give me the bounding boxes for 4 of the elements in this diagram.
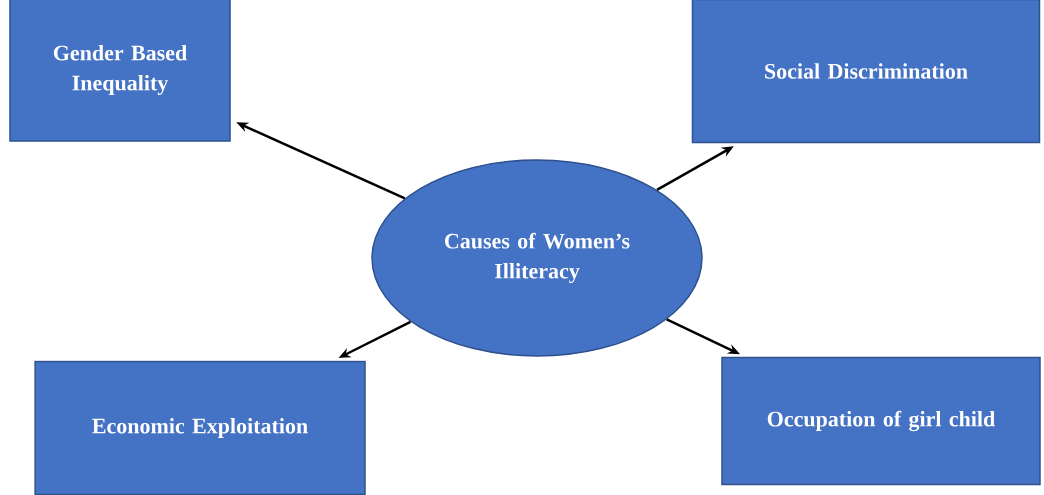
- cause-box: Social Discrimination: [691, 0, 1041, 144]
- cause-box: Occupation of girl child: [721, 356, 1041, 486]
- cause-box: Gender Based Inequality: [9, 0, 231, 142]
- cause-box: Economic Exploitation: [34, 360, 366, 495]
